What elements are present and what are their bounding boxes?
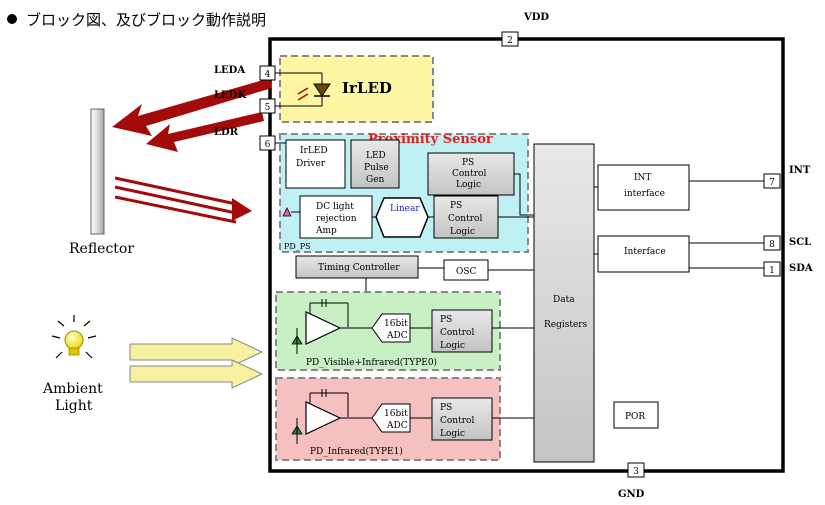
type1-adc-line1: 16bit xyxy=(384,409,408,419)
type1-amplifier-icon xyxy=(305,401,342,435)
led-pulse-line1: LED xyxy=(366,151,386,161)
led-diode-icon xyxy=(313,83,331,97)
led-pulse-gen-box xyxy=(350,139,400,189)
ldr-label: LDR xyxy=(214,127,239,138)
vdd-pin-number: 2 xyxy=(507,36,513,46)
type1-adc-line2: ADC xyxy=(386,421,408,431)
type0-ps-control-logic xyxy=(431,309,493,353)
ledk-label: LEDK xyxy=(214,90,246,101)
irled-driver-line2: Driver xyxy=(296,159,326,169)
interface-box xyxy=(597,235,690,273)
reflector-label: Reflector xyxy=(69,241,134,257)
int-interface-line1: INT xyxy=(634,173,651,183)
dc-rejection-amp-box xyxy=(299,195,373,239)
vdd-pin xyxy=(501,31,519,47)
led-pulse-line3: Gen xyxy=(366,175,385,185)
pd-ps-label: PD_PS xyxy=(284,242,311,251)
type0-logic-line2: Control xyxy=(440,328,474,338)
led-emission-icon xyxy=(297,87,309,101)
ps-bottom-line1: PS xyxy=(450,201,462,211)
type0-logic-line1: PS xyxy=(440,315,452,325)
por-box xyxy=(613,401,659,429)
ps-control-logic-top xyxy=(427,152,515,196)
irled-driver-box xyxy=(285,139,346,189)
irled-label: IrLED xyxy=(342,79,392,97)
type0-label: PD_Visible+Infrared(TYPE0) xyxy=(306,357,437,368)
emitted-light-arrows xyxy=(114,176,237,224)
led-pulse-line2: Pulse xyxy=(364,163,389,173)
emitted-arrow-head xyxy=(232,198,252,221)
scl-pin xyxy=(763,235,781,251)
dc-amp-line3: Amp xyxy=(315,226,337,236)
ps-bottom-line3: Logic xyxy=(450,227,475,237)
ambient-label-line2: Light xyxy=(55,398,93,414)
leda-label: LEDA xyxy=(214,65,245,76)
ps-top-line1: PS xyxy=(462,158,474,168)
ambient-light-arrows xyxy=(129,337,264,389)
dc-amp-line2: rejection xyxy=(316,214,357,224)
int-pin-number: 7 xyxy=(769,178,775,188)
sda-label: SDA xyxy=(789,263,813,274)
light-bulb-icon xyxy=(51,315,97,359)
page-title: ブロック図、及びブロック動作説明 xyxy=(26,11,266,29)
reflected-light-arrows xyxy=(112,78,272,152)
dc-amp-line1: DC light xyxy=(316,202,354,212)
int-pin xyxy=(763,173,781,189)
ps-control-logic-bottom xyxy=(433,195,499,239)
int-label: INT xyxy=(789,165,811,176)
ledk-pin-number: 5 xyxy=(265,103,271,113)
ps-to-registers-wire xyxy=(514,173,534,216)
type0-adc-line1: 16bit xyxy=(384,319,408,329)
bullet-icon xyxy=(7,14,17,24)
ps-top-line3: Logic xyxy=(456,180,481,190)
osc-label: OSC xyxy=(456,267,477,277)
type1-logic-line3: Logic xyxy=(440,429,465,439)
ps-bottom-line2: Control xyxy=(448,214,482,224)
ps-top-line2: Control xyxy=(452,169,486,179)
por-label: POR xyxy=(625,412,645,422)
gnd-label: GND xyxy=(618,489,645,500)
ldr-pin-number: 6 xyxy=(265,140,271,150)
irled-driver-line1: IrLED xyxy=(300,146,328,156)
ambient-label-line1: Ambient xyxy=(42,381,103,397)
sda-pin xyxy=(763,261,781,277)
timing-controller-box xyxy=(295,255,419,279)
data-registers-box xyxy=(533,143,595,463)
type1-logic-line2: Control xyxy=(440,416,474,426)
interface-label: Interface xyxy=(624,247,666,257)
type1-label: PD_Infrared(TYPE1) xyxy=(310,446,403,457)
reflector-plate xyxy=(90,108,105,235)
scl-pin-number: 8 xyxy=(769,240,775,250)
type1-ps-control-logic xyxy=(431,397,493,441)
timing-controller-label: Timing Controller xyxy=(318,263,400,273)
scl-label: SCL xyxy=(789,237,811,248)
data-registers-line1: Data xyxy=(553,295,575,305)
type1-logic-line1: PS xyxy=(440,403,452,413)
pd-ps-photodiode-icon xyxy=(282,207,292,217)
sda-pin-number: 1 xyxy=(769,266,775,276)
int-interface-line2: interface xyxy=(624,189,665,199)
type0-logic-line3: Logic xyxy=(440,341,465,351)
gnd-pin xyxy=(627,462,645,478)
type0-amplifier-icon xyxy=(305,311,342,345)
int-interface-box xyxy=(597,164,690,211)
linear-label: Linear xyxy=(390,204,420,214)
leda-pin-number: 4 xyxy=(265,70,271,80)
chip-outline xyxy=(268,37,785,473)
type0-adc-line2: ADC xyxy=(386,331,408,341)
vdd-label: VDD xyxy=(523,12,549,23)
gnd-pin-number: 3 xyxy=(633,467,639,477)
data-registers-line2: Registers xyxy=(544,320,588,330)
